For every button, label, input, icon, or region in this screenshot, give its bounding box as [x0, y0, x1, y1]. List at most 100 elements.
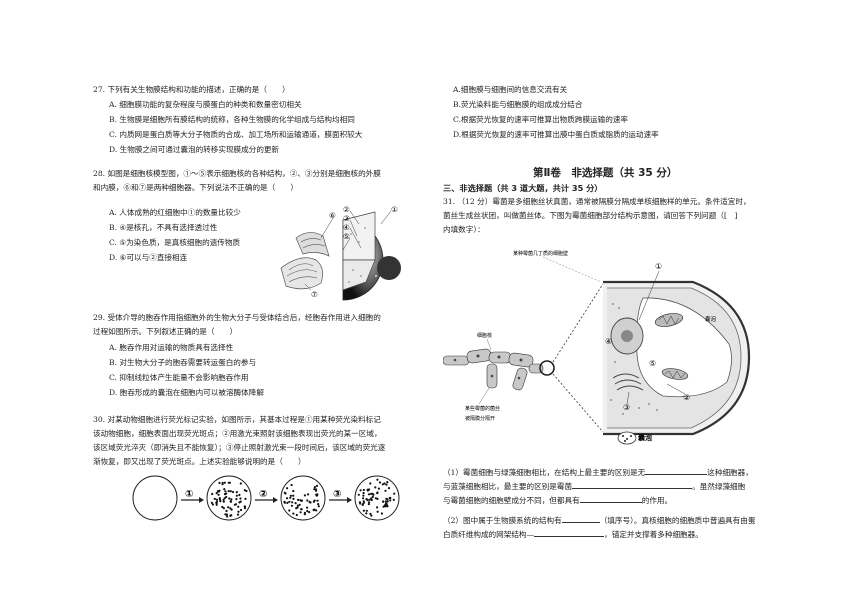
fluorescent-dot — [221, 481, 224, 485]
q30-stem-line1: 30. 对某动物细胞进行荧光标记实验，如图所示，其基本过程是①用某种荧光染料标记 — [93, 415, 381, 424]
q27-option-c: C. 内质网是蛋白质等大分子物质的合成、加工场所和运输通道，膜面积较大 — [109, 130, 363, 139]
q31-intro-line2: 菌丝生成丝状团，叫做菌丝体。下图为霉菌细胞部分结构示意图，请回答下列问题（[ ] — [443, 211, 738, 220]
fluorescent-dot — [376, 478, 379, 481]
fluorescent-dot — [218, 498, 221, 501]
fluorescent-dot — [215, 498, 218, 501]
fluorescent-dot — [291, 501, 294, 504]
fluorescent-dot — [382, 505, 385, 508]
fluorescent-dot — [230, 514, 233, 517]
fig-label-5: ⑤ — [649, 359, 656, 368]
q31-part1-line1: （1）霉菌细胞与绿藻细胞相比，在结构上最主要的区别是无这种细胞器， — [443, 466, 753, 478]
fluorescent-dot — [218, 481, 221, 485]
fluorescent-dot — [317, 503, 320, 506]
answer-blank-4[interactable] — [561, 514, 600, 523]
answer-blank-1[interactable] — [645, 466, 708, 475]
q30-stem-line3: 该区域荧光淬灭（即消失且不能恢复）；③停止照射激光束一段时间后，该区域的荧光逐 — [93, 443, 386, 452]
fluorescent-dot — [235, 494, 238, 497]
fluorescent-dot — [215, 503, 218, 506]
fluorescent-dot — [213, 497, 216, 500]
fluorescent-dot — [243, 489, 246, 492]
fluorescent-dot — [224, 490, 227, 493]
fluorescent-dot — [386, 504, 389, 507]
fluorescent-dot — [215, 492, 218, 495]
fluorescent-dot — [231, 490, 235, 494]
fluorescent-dot — [317, 505, 320, 508]
q30-option-d: D.根据荧光恢复的速率可推算出膜中蛋白质或脂质的运动速率 — [453, 130, 659, 139]
nucleus-label-3: ③ — [343, 214, 350, 223]
fluorescent-dot — [313, 486, 316, 489]
fluorescent-dot — [244, 497, 247, 500]
fluorescent-dot — [365, 509, 368, 512]
answer-blank-2[interactable] — [572, 480, 693, 489]
fig-label-3: ③ — [623, 403, 630, 412]
fluorescent-dot — [315, 509, 318, 512]
fluorescent-dot — [227, 506, 230, 509]
fluorescent-dot — [370, 492, 373, 495]
q27-option-b: B. 生物膜是细胞所有膜结构的统称，各种生物膜的化学组成与结构均相同 — [109, 115, 355, 124]
fluorescent-dot — [315, 484, 319, 487]
fluorescent-dot — [233, 503, 236, 506]
fluorescent-dot — [376, 491, 379, 494]
fluorescent-dot — [283, 500, 286, 503]
fluorescent-dot — [306, 499, 309, 502]
fluorescent-dot — [222, 507, 225, 510]
fluorescent-dot — [303, 494, 306, 497]
fluorescent-dot — [303, 511, 306, 514]
fluorescent-dot — [286, 487, 289, 490]
fluorescent-dot — [388, 496, 391, 500]
answer-blank-5[interactable] — [534, 528, 605, 537]
q31-part2-text-2b: ，锚定并支撑着多种细胞器。 — [604, 530, 703, 539]
nucleus-label-5: ⑤ — [343, 232, 350, 241]
fluorescent-dot — [235, 498, 238, 501]
fluorescent-dot — [218, 497, 221, 500]
q31-part2-text-1b: （填序号）。真核细胞的细胞质中普遍具有由蛋 — [599, 516, 756, 525]
q31-part2-text-2a: 白质纤维构成的网架结构— — [443, 530, 535, 539]
fluorescent-dot — [369, 512, 372, 515]
fluorescent-dot — [289, 496, 292, 499]
fluorescent-dot — [226, 515, 229, 518]
fluorescent-dot — [290, 504, 293, 507]
fluorescent-dot — [289, 494, 292, 497]
q28-option-a: A. 人体成熟的红细胞中①的数量比较少 — [109, 208, 241, 217]
q29-option-b: B. 对生物大分子的胞吞需要转运蛋白的参与 — [109, 358, 257, 367]
fluorescent-dot — [211, 492, 214, 496]
fluorescent-dot — [374, 486, 377, 489]
q31-part1-line3: 与霉菌细胞的细胞壁成分不同，但都具有的作用。 — [443, 494, 672, 506]
fluorescent-dot — [380, 512, 383, 515]
fluorescent-dot — [384, 489, 387, 492]
fluorescent-dot — [316, 493, 319, 496]
q31-part2-line1: （2）图中属于生物膜系统的结构有 （填序号）。真核细胞的细胞质中普遍具有由蛋 — [443, 514, 755, 526]
fluorescent-dot — [365, 512, 368, 515]
fluorescent-dot — [309, 501, 312, 504]
fluorescent-dot — [298, 503, 301, 506]
fluorescent-dot — [386, 500, 389, 503]
fluorescent-dot — [369, 482, 372, 485]
fluorescent-dot — [376, 497, 379, 500]
q30-stem-line2: 该动物细胞，细胞表面出现荧光斑点；②用激光束照射该细胞表现出荧光的某一区域， — [93, 429, 382, 438]
fluorescent-dot — [210, 501, 213, 504]
fluorescent-dot — [292, 512, 295, 515]
q31-part1-text-1a: （1）霉菌细胞与绿藻细胞相比，在结构上最主要的区别是无 — [443, 468, 646, 477]
step-2-label: ② — [259, 489, 267, 500]
fluorescent-dot — [238, 501, 241, 504]
fluorescent-dot — [378, 481, 382, 484]
fluorescent-dot — [225, 513, 228, 516]
fluorescent-dot — [299, 499, 302, 502]
fluorescent-dot — [222, 498, 225, 501]
fluorescent-dot — [228, 497, 231, 500]
fluorescent-dot — [359, 489, 362, 492]
fluorescent-dot — [367, 493, 371, 496]
fluorescent-dot — [315, 489, 318, 492]
answer-blank-3[interactable] — [579, 494, 642, 503]
fluorescent-dot — [362, 501, 365, 504]
fig-label-2: ② — [683, 393, 690, 402]
fluorescent-dot — [215, 500, 219, 503]
fluorescent-dot — [236, 513, 240, 516]
fluorescent-dot — [286, 497, 289, 500]
q29-option-c: C. 抑制线粒体产生能量不会影响胞吞作用 — [109, 373, 249, 382]
fluorescent-dot — [370, 498, 373, 502]
q31-part2-text-1a: （2）图中属于生物膜系统的结构有 — [443, 516, 562, 525]
fluorescent-dot — [362, 488, 365, 492]
mold-cell-figure: 某种霉菌几丁质的细胞壁 细胞核 某些霉菌的菌丝 被隔膜分隔开 囊泡 — [443, 250, 751, 445]
fluorescent-dot — [306, 510, 309, 513]
